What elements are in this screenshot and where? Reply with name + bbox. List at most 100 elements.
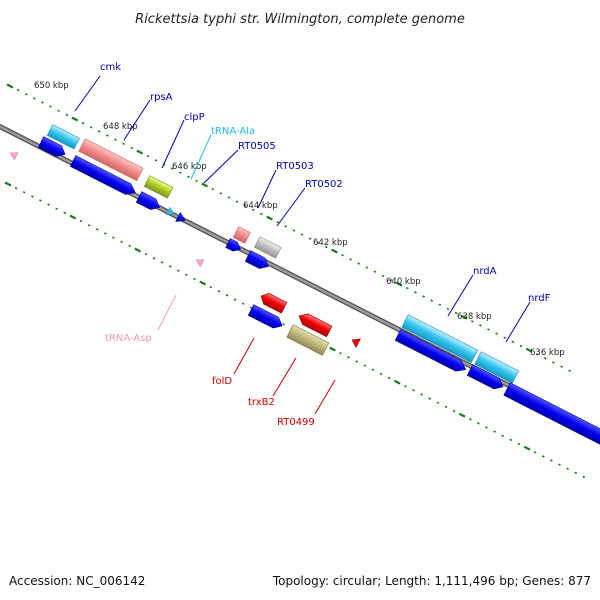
feature-arrow-rpsA[interactable] bbox=[69, 155, 138, 198]
minor-tick bbox=[33, 97, 36, 100]
minor-tick bbox=[225, 294, 229, 297]
feature-clpP[interactable] bbox=[143, 175, 174, 199]
minor-tick bbox=[97, 130, 101, 133]
feature-arrow-nrdA[interactable] bbox=[394, 329, 468, 375]
feature-arrow-red-1[interactable] bbox=[258, 291, 288, 314]
feature-folD[interactable] bbox=[247, 304, 285, 332]
gene-label-RT0502[interactable]: RT0502 bbox=[305, 179, 343, 190]
minor-tick bbox=[566, 467, 569, 471]
minor-tick bbox=[168, 265, 172, 268]
gene-label-clpP[interactable]: clpP bbox=[184, 112, 205, 123]
minor-tick bbox=[112, 236, 115, 239]
major-tick bbox=[6, 83, 14, 89]
feature-arrow-RT0505[interactable] bbox=[175, 211, 188, 226]
minor-tick bbox=[519, 344, 523, 348]
feature-nrdA[interactable] bbox=[401, 314, 479, 364]
minor-tick bbox=[446, 307, 450, 311]
gene-label-folD[interactable]: folD bbox=[212, 376, 232, 387]
minor-tick bbox=[209, 285, 213, 289]
minor-tick bbox=[105, 134, 109, 137]
gene-label-RT0503[interactable]: RT0503 bbox=[276, 161, 314, 172]
map-title: Rickettsia typhi str. Wilmington, comple… bbox=[135, 12, 465, 27]
tick-row-inner bbox=[4, 181, 586, 479]
feature-cmk[interactable] bbox=[46, 124, 80, 150]
feature-tRNA-Ala[interactable] bbox=[165, 206, 176, 217]
minor-tick bbox=[55, 207, 58, 211]
tick-label-640: 640 kbp bbox=[386, 277, 421, 287]
minor-tick bbox=[444, 405, 448, 409]
gene-label-tRNA-Asp[interactable]: tRNA-Asp bbox=[105, 333, 152, 344]
major-tick bbox=[134, 247, 142, 253]
tick-label-636: 636 kbp bbox=[530, 348, 565, 358]
feature-arrow-nrdF[interactable] bbox=[466, 364, 505, 392]
minor-tick bbox=[282, 323, 286, 326]
minor-tick bbox=[130, 146, 133, 150]
feature-arrow-cmk[interactable] bbox=[37, 136, 68, 160]
minor-tick bbox=[404, 384, 407, 388]
minor-tick bbox=[146, 154, 150, 158]
minor-tick bbox=[341, 253, 344, 257]
feature-arrow-clpP[interactable] bbox=[135, 191, 162, 213]
minor-tick bbox=[219, 192, 223, 195]
major-tick bbox=[331, 248, 338, 254]
minor-tick bbox=[22, 191, 26, 194]
tick-label-644: 644 kbp bbox=[243, 201, 278, 211]
minor-tick bbox=[568, 369, 571, 373]
gene-label-nrdA[interactable]: nrdA bbox=[473, 266, 497, 277]
minor-tick bbox=[89, 126, 93, 129]
minor-tick bbox=[357, 262, 361, 265]
feature-trxB2[interactable] bbox=[286, 324, 330, 356]
gene-label-trxB2[interactable]: trxB2 bbox=[248, 397, 275, 408]
feature-arrow-RT0503[interactable] bbox=[225, 238, 243, 254]
feature-RT0502[interactable] bbox=[253, 236, 282, 259]
minor-tick bbox=[233, 298, 237, 301]
minor-tick bbox=[79, 219, 83, 223]
feature-rpsA[interactable] bbox=[78, 138, 144, 182]
tick-label-650: 650 kbp bbox=[34, 81, 69, 91]
minor-tick bbox=[428, 397, 432, 400]
minor-tick bbox=[582, 475, 586, 479]
feature-arrow-red-2[interactable] bbox=[296, 311, 333, 338]
minor-tick bbox=[292, 229, 296, 232]
feature-RT0499[interactable] bbox=[350, 336, 361, 349]
minor-tick bbox=[479, 324, 482, 327]
feature-arrow-long[interactable] bbox=[503, 382, 600, 450]
feature-arrow-RT0502[interactable] bbox=[244, 250, 271, 272]
minor-tick bbox=[57, 109, 60, 113]
gene-label-cmk[interactable]: cmk bbox=[100, 62, 121, 73]
minor-tick bbox=[300, 233, 304, 236]
minor-tick bbox=[381, 274, 385, 278]
minor-tick bbox=[339, 351, 342, 355]
feature-tRNA-left[interactable] bbox=[8, 149, 19, 161]
minor-tick bbox=[195, 179, 198, 183]
features-outer bbox=[8, 124, 600, 450]
major-tick bbox=[69, 214, 77, 220]
minor-tick bbox=[438, 303, 442, 306]
minor-tick bbox=[487, 328, 490, 331]
minor-tick bbox=[31, 195, 34, 198]
minor-tick bbox=[187, 175, 190, 179]
minor-tick bbox=[389, 278, 393, 282]
major-tick bbox=[199, 280, 206, 286]
genome-summary-text: Topology: circular; Length: 1,111,496 bp… bbox=[272, 574, 591, 588]
minor-tick bbox=[260, 212, 263, 216]
minor-tick bbox=[511, 340, 515, 344]
minor-tick bbox=[501, 434, 505, 438]
minor-tick bbox=[316, 241, 320, 245]
minor-tick bbox=[16, 88, 20, 92]
tick-labels: 650 kbp 648 kbp 646 kbp 644 kbp 642 kbp … bbox=[34, 81, 565, 358]
minor-tick bbox=[412, 389, 415, 392]
gene-label-RT0505[interactable]: RT0505 bbox=[238, 141, 276, 152]
gene-labels: cmk rpsA clpP tRNA-Ala RT0505 RT0503 RT0… bbox=[100, 62, 551, 428]
gene-label-rpsA[interactable]: rpsA bbox=[150, 92, 173, 103]
tick-label-648: 648 kbp bbox=[103, 122, 138, 132]
minor-tick bbox=[235, 200, 239, 203]
feature-nrdF[interactable] bbox=[474, 351, 520, 384]
feature-tRNA-Asp[interactable] bbox=[194, 256, 205, 268]
gene-label-tRNA-Ala[interactable]: tRNA-Ala bbox=[211, 126, 255, 137]
gene-label-nrdF[interactable]: nrdF bbox=[528, 293, 551, 304]
gene-label-RT0499[interactable]: RT0499 bbox=[277, 417, 315, 428]
feature-RT0503[interactable] bbox=[232, 226, 251, 244]
major-tick bbox=[393, 379, 401, 385]
